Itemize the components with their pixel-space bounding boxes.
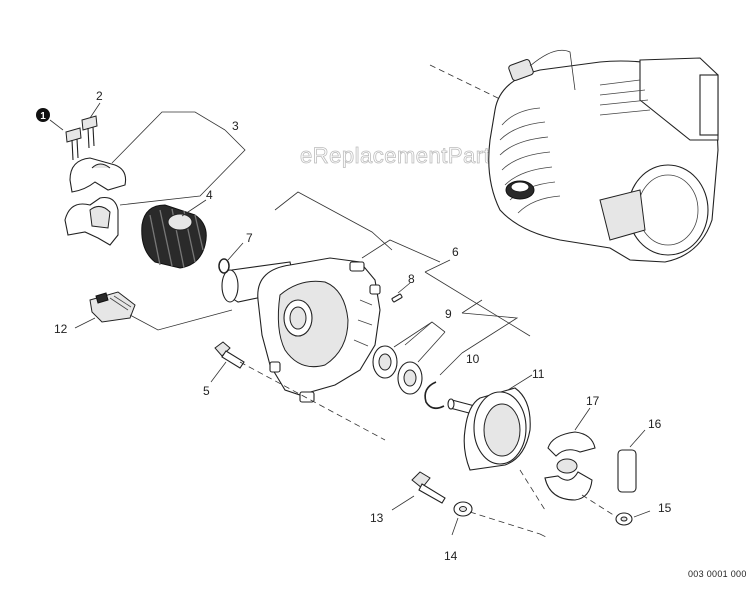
handle-clamp (64, 157, 127, 246)
leader-lines (74, 102, 651, 536)
callout-9: 9 (445, 307, 452, 321)
assembly-dashes (239, 361, 616, 539)
callout-6: 6 (452, 245, 459, 259)
callout-2: 2 (96, 89, 103, 103)
callout-8: 8 (408, 272, 415, 286)
callout-labels: 2 3 4 5 6 7 8 9 10 11 12 13 14 15 16 17 (54, 89, 672, 563)
pin (391, 293, 403, 303)
callout-14: 14 (444, 549, 458, 563)
screw-pair (65, 115, 98, 161)
clutch-spring (617, 449, 637, 493)
callout-5: 5 (203, 384, 210, 398)
drawing-code: 003 0001 000 (688, 569, 747, 579)
callout-10: 10 (466, 352, 480, 366)
callout-17: 17 (586, 394, 600, 408)
clutch-housing (221, 257, 381, 403)
switch-connector (89, 291, 136, 323)
callout-15: 15 (658, 501, 672, 515)
cooling-fins (499, 79, 651, 214)
callout-12: 12 (54, 322, 68, 336)
clutch-shoes (544, 431, 596, 501)
washer-15 (615, 512, 633, 526)
washer-14 (453, 501, 473, 517)
reference-marker-label: 1 (40, 111, 46, 122)
reference-marker-1: 1 (36, 108, 64, 131)
shoulder-bolt (411, 471, 446, 504)
callout-11: 11 (532, 367, 545, 381)
bearings (372, 345, 423, 395)
circlip (218, 258, 230, 274)
callout-7: 7 (246, 231, 253, 245)
callout-16: 16 (648, 417, 662, 431)
engine-assembly (429, 49, 719, 263)
callout-3: 3 (232, 119, 239, 133)
housing-bolt (214, 341, 245, 369)
callout-13: 13 (370, 511, 384, 525)
rubber-damper (141, 204, 207, 269)
clutch-drum (447, 387, 531, 471)
snap-ring (424, 381, 445, 410)
callout-4: 4 (206, 188, 213, 202)
